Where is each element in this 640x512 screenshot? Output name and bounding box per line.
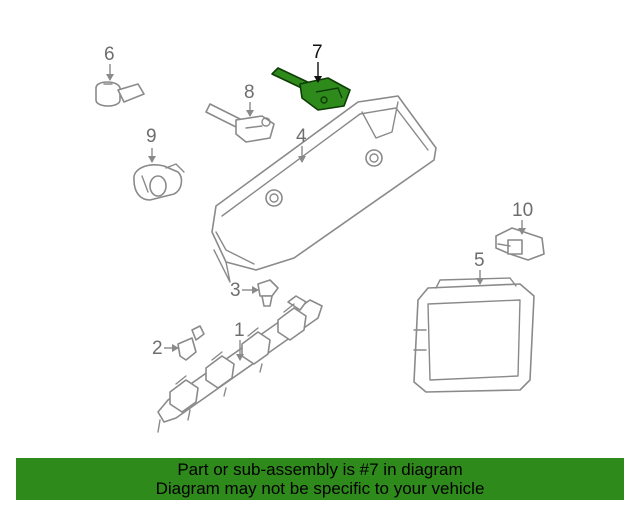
part-7-sensor-highlighted[interactable]	[271, 67, 351, 111]
callout-8: 8	[244, 82, 255, 103]
part-9-position-sensor[interactable]	[133, 163, 185, 201]
footer-banner: Part or sub-assembly is #7 in diagram Di…	[16, 458, 624, 500]
callout-1: 1	[234, 320, 245, 341]
callout-7: 7	[312, 42, 323, 63]
parts-diagram: 6 7 8 9 4	[95, 42, 545, 433]
callout-10: 10	[512, 200, 533, 221]
callout-3: 3	[230, 280, 241, 301]
callout-5: 5	[474, 250, 485, 271]
callout-4: 4	[296, 126, 307, 147]
part-2-stud[interactable]	[177, 325, 205, 361]
part-6-knock-sensor[interactable]	[95, 81, 145, 107]
part-10-sensor[interactable]	[495, 227, 545, 261]
part-5-control-module[interactable]	[413, 277, 535, 393]
part-3-bolt[interactable]	[257, 279, 279, 307]
part-8-sensor[interactable]	[205, 103, 275, 143]
callout-2: 2	[152, 338, 163, 359]
footer-line-1: Part or sub-assembly is #7 in diagram	[177, 460, 463, 479]
callout-9: 9	[146, 126, 157, 147]
callout-6: 6	[104, 44, 115, 65]
part-4-engine-cover[interactable]	[211, 95, 437, 283]
part-1-ignition-coil-pack[interactable]	[157, 295, 323, 433]
footer-line-2: Diagram may not be specific to your vehi…	[155, 479, 485, 498]
